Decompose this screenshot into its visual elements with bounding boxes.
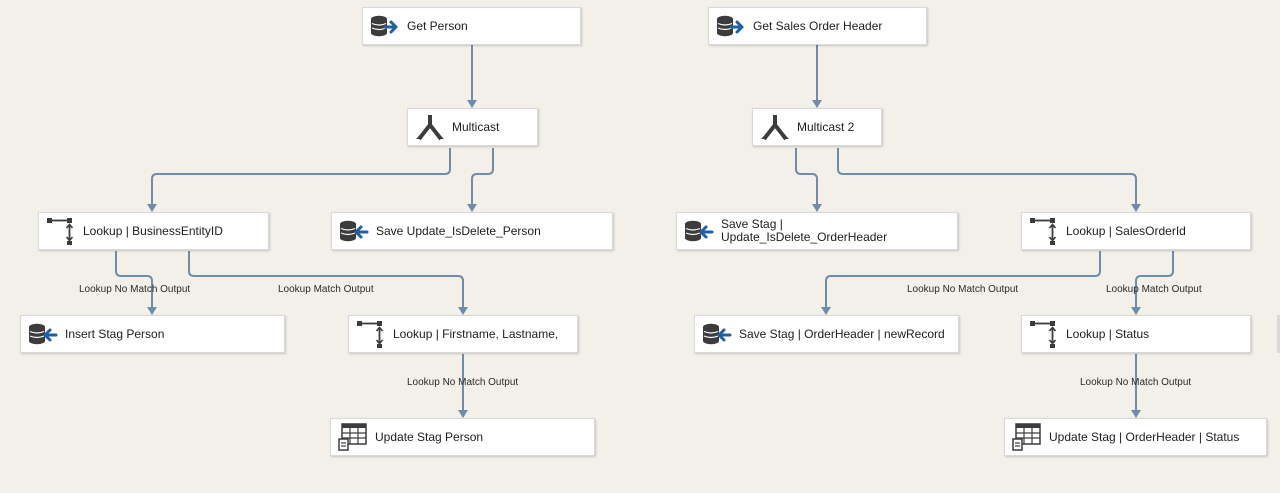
node-label: Get Sales Order Header — [753, 18, 883, 33]
destination-db-icon — [683, 215, 715, 247]
node-update-stag-orderheader-status[interactable]: Update Stag | OrderHeader | Status — [1004, 418, 1267, 456]
oledb-command-icon — [337, 421, 369, 453]
edge-label-lookup-match-output: Lookup Match Output — [1106, 284, 1202, 295]
arrowhead — [821, 307, 831, 315]
connector-multicast-to-save-update-isdelete-person — [471, 148, 494, 205]
destination-db-icon — [27, 318, 59, 350]
connector-lookup-no-match-to-insert-stag-person — [115, 251, 153, 308]
arrowhead — [1131, 410, 1141, 418]
node-save-stag-orderheader-newrecord[interactable]: Save Stag | OrderHeader | newRecord — [694, 315, 959, 353]
arrowhead — [812, 100, 822, 108]
arrowhead — [1131, 307, 1141, 315]
arrowhead — [1131, 204, 1141, 212]
node-lookup-salesorderid[interactable]: Lookup | SalesOrderId — [1021, 212, 1251, 250]
offscreen-node-edge — [1277, 315, 1280, 353]
connector-multicast-2-to-lookup-salesorderid — [837, 148, 1137, 205]
edge-label-lookup-no-match-output: Lookup No Match Output — [907, 284, 1019, 295]
edge-label-lookup-no-match-output: Lookup No Match Output — [1080, 377, 1192, 388]
lookup-icon — [45, 215, 77, 247]
node-label: Multicast 2 — [797, 119, 855, 134]
node-save-stag-update-isdelete-orderheader[interactable]: Save Stag | Update_IsDelete_OrderHeader — [676, 212, 958, 250]
source-db-icon — [369, 10, 401, 42]
arrowhead — [458, 307, 468, 315]
multicast-icon — [759, 111, 791, 143]
node-get-person[interactable]: Get Person — [362, 7, 581, 45]
node-save-update-isdelete-person[interactable]: Save Update_IsDelete_Person — [331, 212, 613, 250]
node-multicast[interactable]: Multicast — [407, 108, 538, 146]
node-label: Save Stag | OrderHeader | newRecord — [739, 326, 945, 341]
arrowhead — [467, 204, 477, 212]
connector-lookup-match-to-lookup-status — [1135, 251, 1174, 308]
arrowhead — [147, 307, 157, 315]
connector-multicast-2-to-save-stag-update-isdelete — [795, 148, 818, 205]
node-update-stag-person[interactable]: Update Stag Person — [330, 418, 595, 456]
node-label: Get Person — [407, 18, 468, 33]
node-multicast-2[interactable]: Multicast 2 — [752, 108, 882, 146]
connector-lookup-no-match-to-save-stag-newrecord — [825, 251, 1101, 308]
multicast-icon — [414, 111, 446, 143]
connector-lookup-match-to-lookup-firstname — [188, 251, 464, 308]
node-label: Save Stag | Update_IsDelete_OrderHeader — [721, 217, 888, 244]
node-label: Save Update_IsDelete_Person — [376, 223, 541, 238]
lookup-icon — [1028, 215, 1060, 247]
node-lookup-status[interactable]: Lookup | Status — [1021, 315, 1251, 353]
connector-multicast-to-lookup-businessentityid — [151, 148, 451, 205]
node-label: Lookup | Status — [1066, 326, 1150, 341]
lookup-icon — [355, 318, 387, 350]
arrowhead — [812, 204, 822, 212]
node-label: Update Stag Person — [375, 429, 484, 444]
node-label: Lookup | Firstname, Lastname, — [393, 326, 559, 341]
node-lookup-firstname-lastname[interactable]: Lookup | Firstname, Lastname, — [348, 315, 578, 353]
edge-label-lookup-match-output: Lookup Match Output — [278, 284, 374, 295]
node-insert-stag-person[interactable]: Insert Stag Person — [20, 315, 285, 353]
arrowhead — [467, 100, 477, 108]
destination-db-icon — [338, 215, 370, 247]
node-label: Update Stag | OrderHeader | Status — [1049, 429, 1240, 444]
node-label: Insert Stag Person — [65, 326, 165, 341]
edge-label-lookup-no-match-output: Lookup No Match Output — [407, 377, 519, 388]
oledb-command-icon — [1011, 421, 1043, 453]
arrowhead — [458, 410, 468, 418]
node-label: Lookup | SalesOrderId — [1066, 223, 1186, 238]
node-lookup-businessentityid[interactable]: Lookup | BusinessEntityID — [38, 212, 269, 250]
node-label: Lookup | BusinessEntityID — [83, 223, 223, 238]
arrowhead — [147, 204, 157, 212]
node-label: Multicast — [452, 119, 500, 134]
source-db-icon — [715, 10, 747, 42]
destination-db-icon — [701, 318, 733, 350]
node-get-sales-order-header[interactable]: Get Sales Order Header — [708, 7, 927, 45]
edge-label-lookup-no-match-output: Lookup No Match Output — [79, 284, 191, 295]
lookup-icon — [1028, 318, 1060, 350]
